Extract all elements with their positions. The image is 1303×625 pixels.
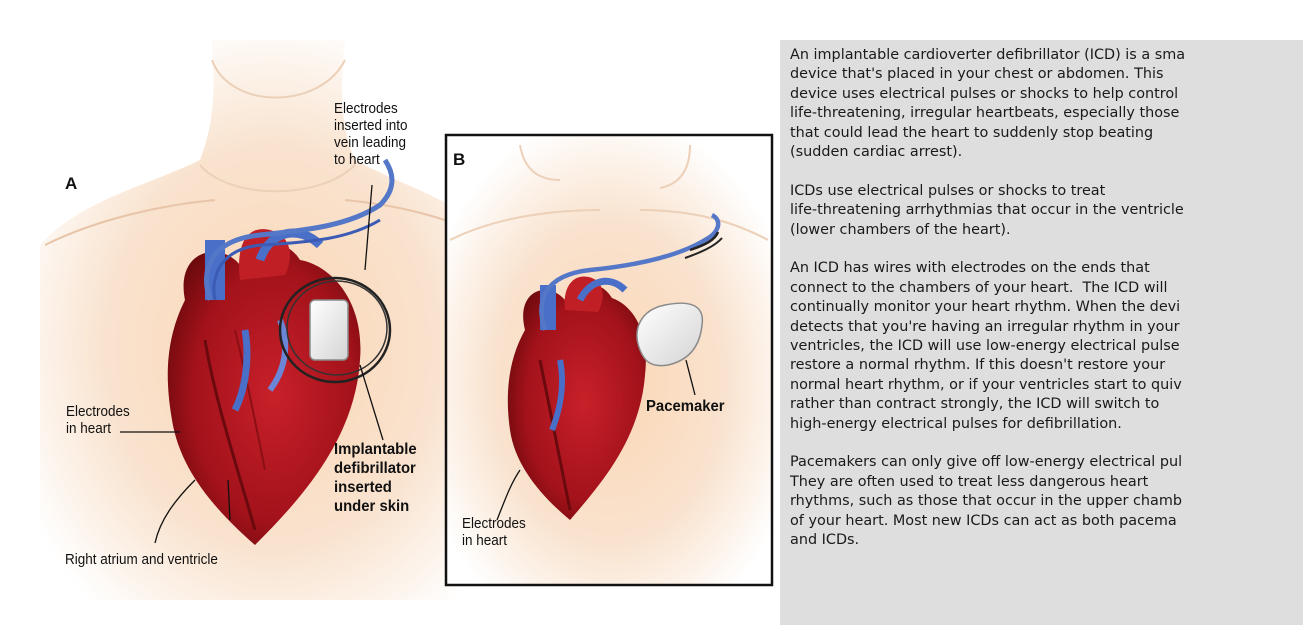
- panel-a: [40, 40, 505, 600]
- paragraph-pacemakers: Pacemakers can only give off low-energy …: [790, 453, 1303, 550]
- panel-a-letter: A: [65, 174, 77, 194]
- icd-illustration: [0, 0, 775, 625]
- paragraph-icd-treatment: ICDs use electrical pulses or shocks to …: [790, 182, 1303, 240]
- icd-device: [310, 300, 348, 360]
- defibrillator-label: Implantable defibrillator inserted under…: [334, 440, 417, 516]
- pacemaker-label: Pacemaker: [646, 397, 725, 416]
- right-atrium-label: Right atrium and ventricle: [65, 552, 218, 569]
- panel-b-letter: B: [453, 150, 465, 170]
- description-panel: An implantable cardioverter defibrillato…: [780, 40, 1303, 625]
- paragraph-icd-function: An ICD has wires with electrodes on the …: [790, 259, 1303, 434]
- paragraph-icd-definition: An implantable cardioverter defibrillato…: [790, 46, 1303, 162]
- electrodes-in-heart-label-a: Electrodes in heart: [66, 404, 130, 438]
- description-text: An implantable cardioverter defibrillato…: [790, 46, 1303, 570]
- electrodes-vein-label: Electrodes inserted into vein leading to…: [334, 101, 407, 169]
- electrodes-in-heart-label-b: Electrodes in heart: [462, 516, 526, 550]
